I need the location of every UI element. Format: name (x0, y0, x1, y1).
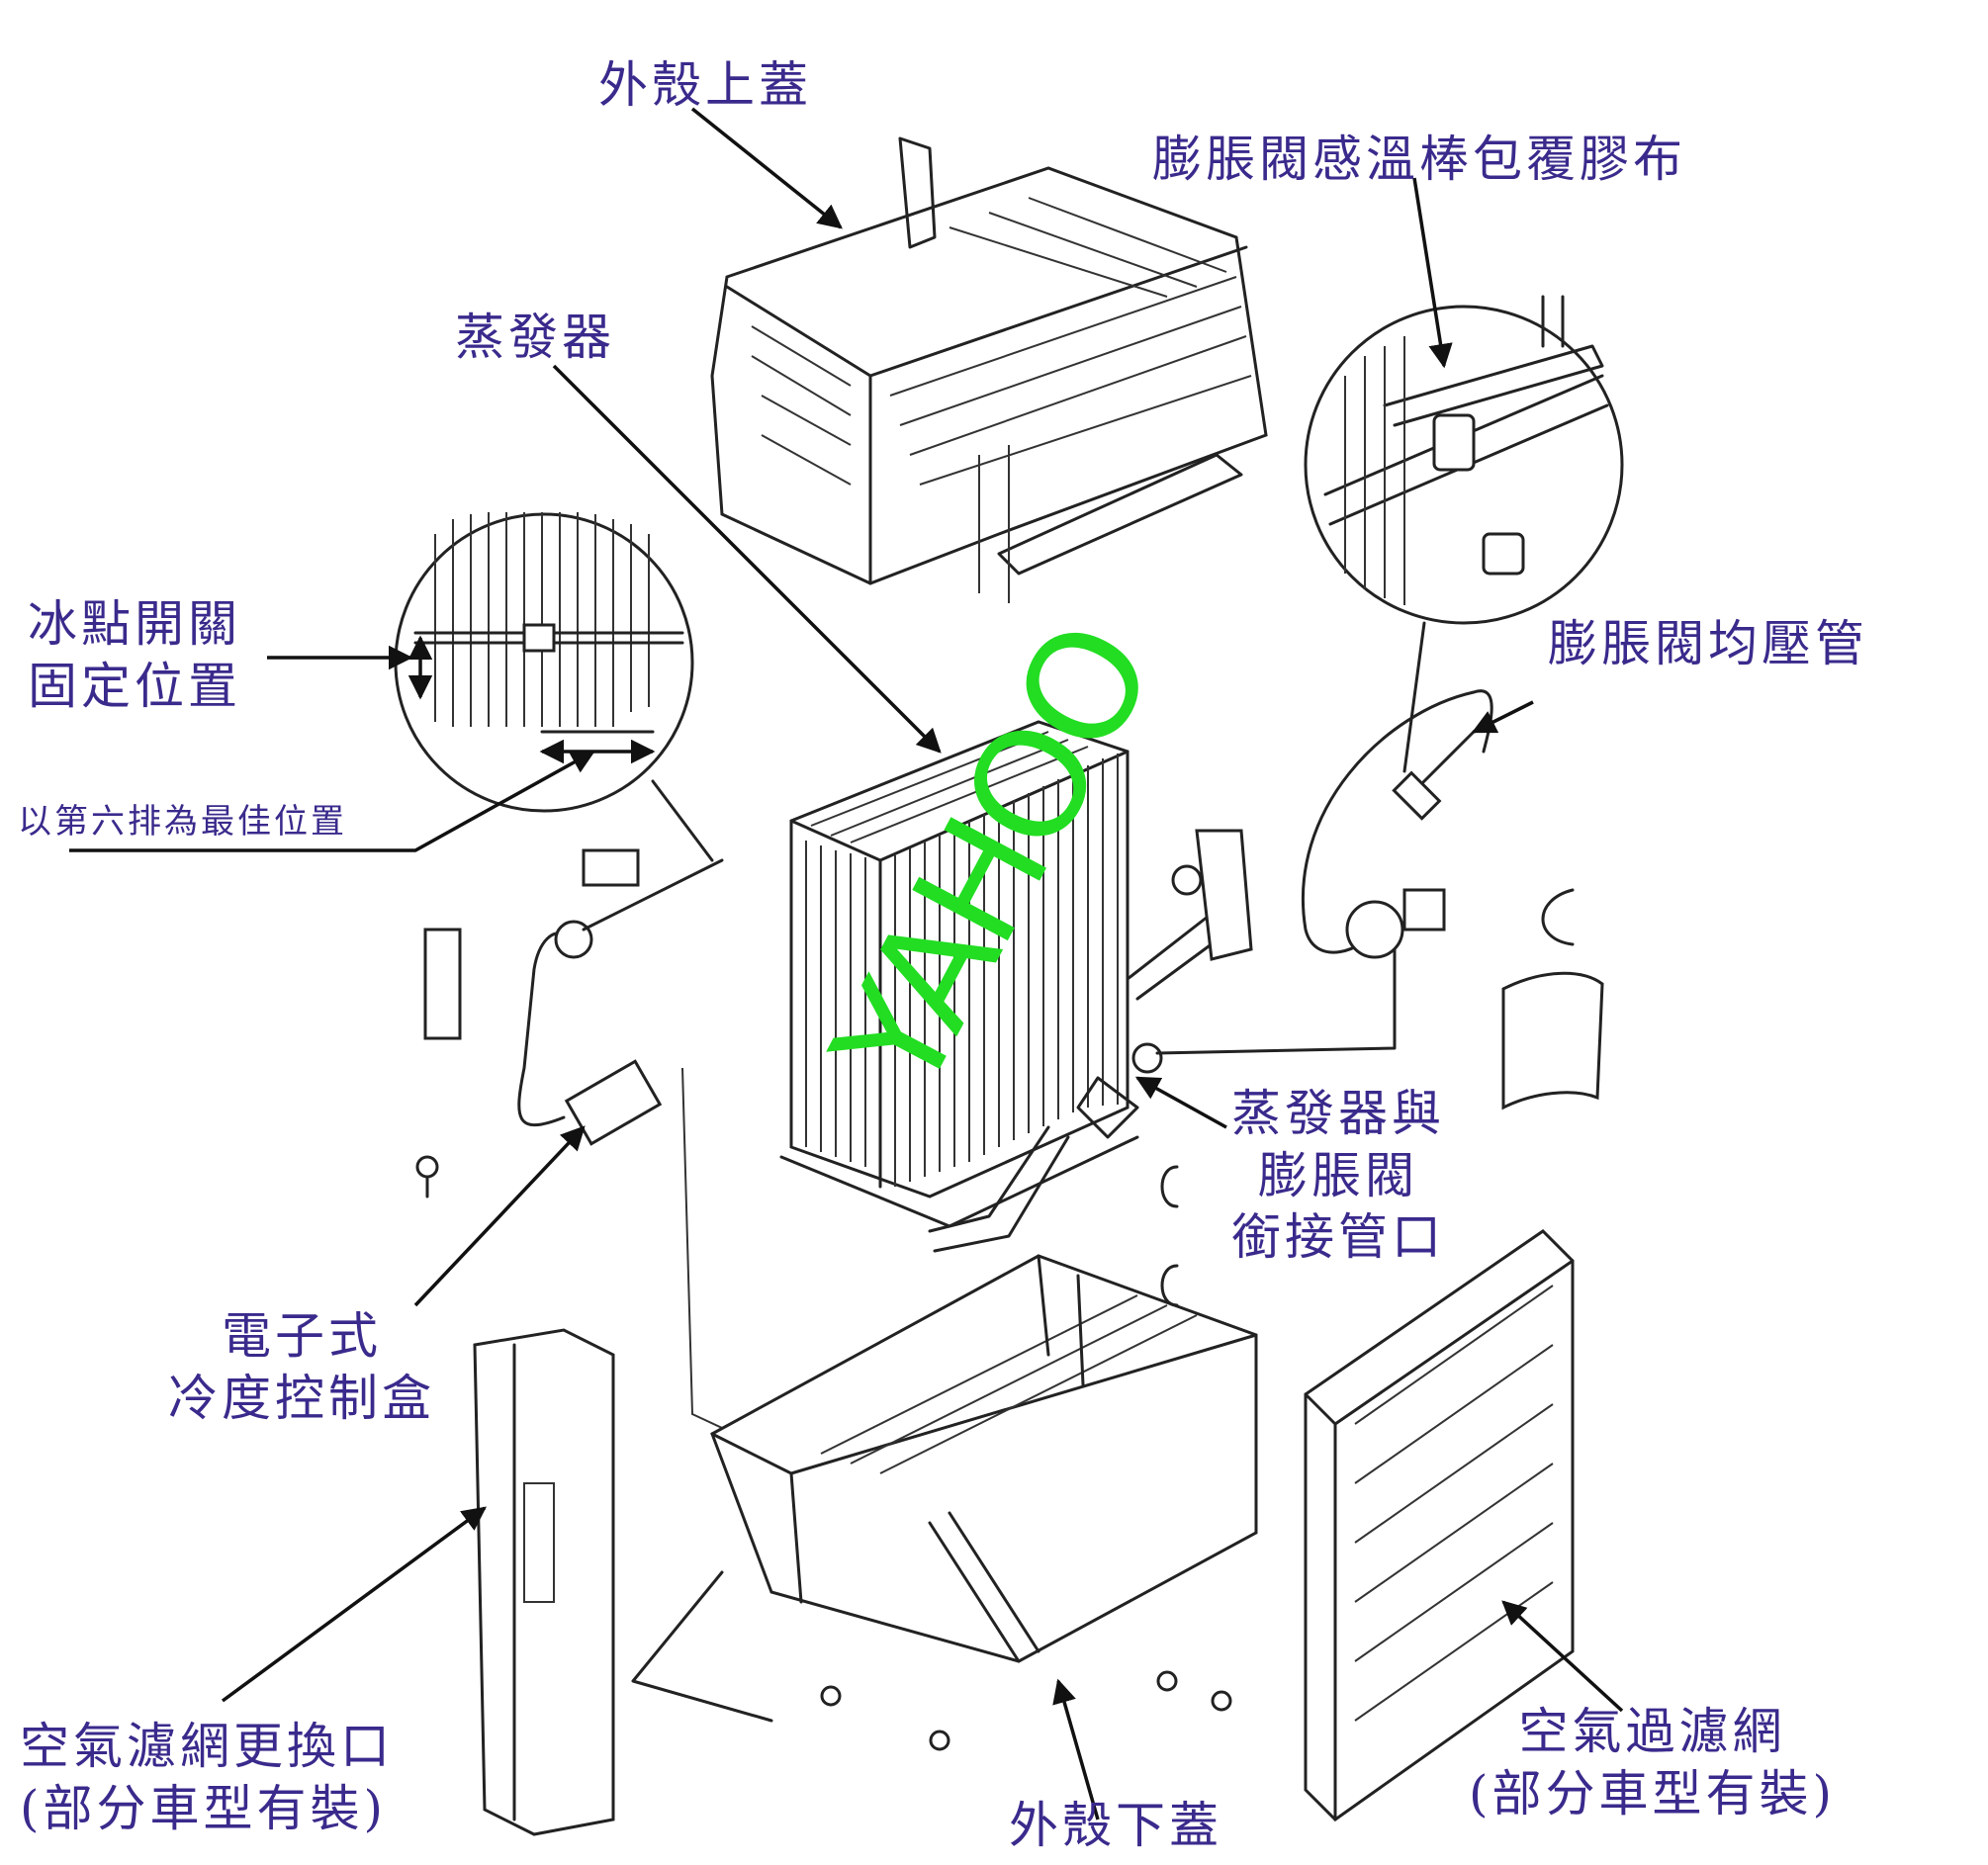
leader-arrows (69, 107, 1624, 1821)
label-evap-valve-joint: 蒸發器與 膨脹閥 銜接管口 (1231, 1085, 1445, 1266)
clips-and-screws (820, 888, 1604, 1751)
control-box (415, 848, 842, 1484)
label-valve-bulb-tape: 膨脹閥感溫棒包覆膠布 (1152, 131, 1686, 188)
expansion-valve (1155, 689, 1493, 1055)
label-filter-port: 空氣濾網更換口 (部分車型有裝) (20, 1718, 394, 1837)
label-control-box: 電子式 冷度控制盒 (168, 1307, 435, 1427)
evaporator-core (779, 720, 1253, 1253)
label-evaporator: 蒸發器 (455, 309, 615, 366)
label-freeze-switch-position: 冰點開關 固定位置 (28, 595, 241, 715)
label-upper-housing: 外殼上蓋 (598, 56, 812, 114)
freeze-switch-detail (394, 512, 714, 862)
label-lower-housing: 外殼下蓋 (1009, 1797, 1222, 1854)
filter-access-cover (473, 1328, 615, 1836)
air-filter (1304, 1229, 1575, 1821)
label-best-position: 以第六排為最佳位置 (18, 802, 347, 842)
label-valve-equalizer: 膨脹閥均壓管 (1548, 615, 1868, 672)
expansion-valve-detail (1304, 295, 1624, 773)
upper-housing-cover (710, 136, 1268, 603)
label-air-filter: 空氣過濾網 (部分車型有裝) (1469, 1703, 1837, 1822)
lower-housing-cover (631, 1254, 1258, 1723)
